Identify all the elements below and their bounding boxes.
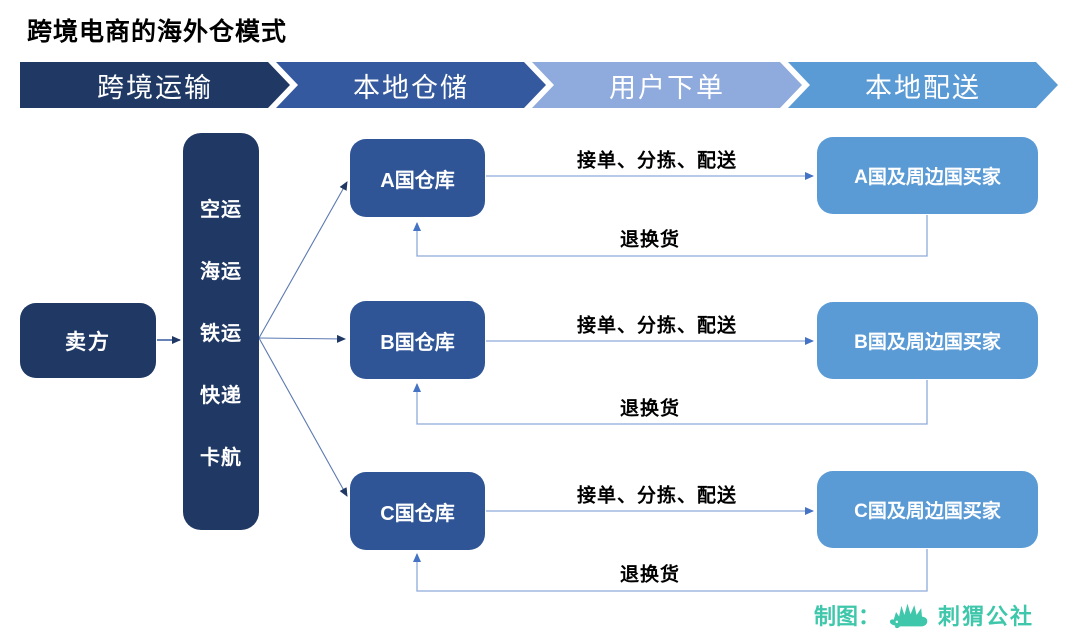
stage-local-delivery: 本地配送	[788, 62, 1058, 108]
warehouse-box-c: C国仓库	[350, 472, 485, 550]
warehouse-label: C国仓库	[380, 502, 455, 525]
stage-user-order: 用户下单	[532, 62, 802, 108]
page-title: 跨境电商的海外仓模式	[27, 18, 288, 46]
credit-footer: 制图： 刺猬公社	[814, 598, 1034, 632]
stage-label: 本地仓储	[353, 72, 469, 103]
stage-local-warehousing: 本地仓储	[276, 62, 546, 108]
buyer-label: A国及周边国买家	[854, 167, 1001, 188]
transport-mode-trucking: 卡航	[200, 447, 242, 469]
warehouse-label: A国仓库	[380, 169, 455, 192]
stage-label: 本地配送	[865, 72, 981, 103]
transport-modes-box: 空运 海运 铁运 快递 卡航	[183, 133, 259, 530]
seller-label: 卖方	[65, 330, 111, 354]
transport-mode-air: 空运	[200, 199, 242, 221]
transport-mode-rail: 铁运	[200, 323, 242, 345]
return-label-a: 退换货	[619, 229, 681, 251]
buyer-label: C国及周边国买家	[854, 501, 1001, 522]
buyer-box-c: C国及周边国买家	[817, 471, 1038, 548]
buyer-box-a: A国及周边国买家	[817, 137, 1038, 214]
credit-label: 制图：	[813, 604, 880, 629]
hedgehog-icon	[889, 603, 928, 629]
seller-box: 卖方	[20, 303, 156, 378]
stage-label: 用户下单	[609, 72, 725, 103]
warehouse-label: B国仓库	[380, 331, 455, 354]
buyer-label: B国及周边国买家	[854, 332, 1001, 353]
return-label-b: 退换货	[619, 398, 681, 420]
forward-label-c: 接单、分拣、配送	[576, 485, 738, 507]
brand-name: 刺猬公社	[937, 604, 1034, 629]
warehouse-box-b: B国仓库	[350, 301, 485, 379]
forward-label-b: 接单、分拣、配送	[576, 315, 738, 337]
stage-label: 跨境运输	[97, 72, 213, 103]
warehouse-box-a: A国仓库	[350, 139, 485, 217]
return-label-c: 退换货	[619, 564, 681, 586]
transport-mode-express: 快递	[200, 385, 242, 407]
buyer-box-b: B国及周边国买家	[817, 302, 1038, 379]
stage-crossborder-transport: 跨境运输	[20, 62, 290, 108]
forward-label-a: 接单、分拣、配送	[576, 150, 738, 172]
transport-mode-sea: 海运	[200, 261, 242, 283]
